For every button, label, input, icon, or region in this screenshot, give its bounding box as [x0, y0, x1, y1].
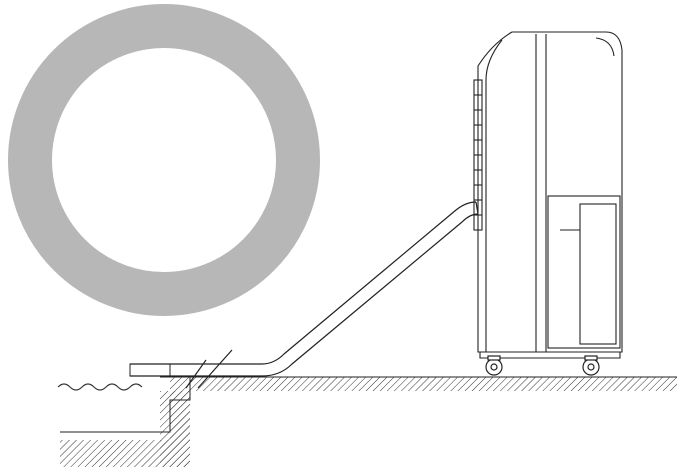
highlight-ring	[8, 4, 320, 316]
floor	[60, 376, 677, 467]
water-surface	[57, 383, 143, 391]
vent-slats	[473, 79, 483, 231]
casters	[485, 355, 600, 376]
drain-board	[129, 363, 171, 377]
drain-hose	[130, 201, 479, 389]
dehumidifier-unit	[473, 31, 623, 359]
